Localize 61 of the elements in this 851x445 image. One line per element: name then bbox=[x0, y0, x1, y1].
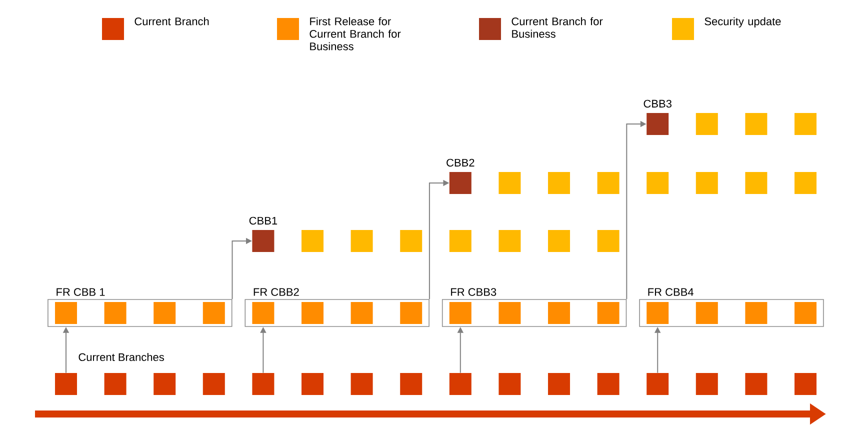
first-release-square bbox=[202, 302, 225, 324]
square-label: CBB3 bbox=[644, 100, 672, 108]
legend-text: Security update bbox=[704, 17, 781, 28]
first-release-square bbox=[498, 302, 521, 324]
first-release-square bbox=[449, 302, 472, 324]
security-update-square bbox=[794, 172, 816, 194]
security-update-square bbox=[302, 230, 324, 252]
row-label: Current Branches bbox=[78, 352, 164, 362]
current-branch-square bbox=[55, 373, 77, 395]
current-branch-square bbox=[154, 373, 176, 395]
security-update-square bbox=[597, 230, 620, 252]
first-release-square bbox=[646, 302, 669, 324]
security-update-square bbox=[350, 230, 373, 252]
security-update-square bbox=[745, 172, 768, 194]
security-update-square bbox=[548, 172, 570, 194]
current-branch-square bbox=[498, 373, 521, 395]
first-release-square bbox=[350, 302, 373, 324]
security-update-square bbox=[597, 172, 620, 194]
first-release-square bbox=[597, 302, 620, 324]
first-release-square bbox=[548, 302, 570, 324]
first-release-square bbox=[745, 302, 768, 324]
first-release-square bbox=[104, 302, 126, 324]
current-branch-square bbox=[794, 373, 816, 395]
security-update-square bbox=[449, 230, 472, 252]
first-release-square bbox=[696, 302, 718, 324]
current-branch-square bbox=[597, 373, 620, 395]
first-release-square bbox=[252, 302, 274, 324]
security-update-square bbox=[646, 172, 669, 194]
group-heading: FR CBB4 bbox=[648, 288, 694, 296]
security-update-square bbox=[745, 113, 768, 135]
current-branch-square bbox=[646, 373, 669, 395]
security-update-square bbox=[548, 230, 570, 252]
legend-text: Current Branch bbox=[134, 17, 209, 26]
first-release-square bbox=[400, 302, 422, 324]
legend-text: First Release for Current Branch for Business bbox=[310, 17, 401, 50]
legend-text: Current Branch for Business bbox=[512, 17, 603, 38]
group-heading: FR CBB 1 bbox=[56, 288, 105, 296]
group-heading: FR CBB2 bbox=[254, 288, 299, 296]
security-update-square bbox=[696, 113, 718, 135]
current-branch-square bbox=[302, 373, 324, 395]
first-release-square bbox=[154, 302, 176, 324]
current-branch-square bbox=[350, 373, 373, 395]
security-update-square bbox=[498, 172, 521, 194]
first-release-square bbox=[794, 302, 816, 324]
security-update-square bbox=[696, 172, 718, 194]
group-heading: FR CBB3 bbox=[451, 288, 496, 296]
first-release-square bbox=[302, 302, 324, 324]
square-label: CBB2 bbox=[446, 158, 474, 167]
first-release-square bbox=[55, 302, 77, 324]
current-branch-square bbox=[548, 373, 570, 395]
security-update-square bbox=[498, 230, 521, 252]
security-update-square bbox=[794, 113, 816, 135]
current-branch-square bbox=[696, 373, 718, 395]
security-update-square bbox=[400, 230, 422, 252]
current-branch-square bbox=[202, 373, 225, 395]
current-branch-square bbox=[449, 373, 472, 395]
square-label: CBB1 bbox=[249, 216, 278, 225]
current-branch-square bbox=[104, 373, 126, 395]
current-branch-square bbox=[400, 373, 422, 395]
current-branch-square bbox=[252, 373, 274, 395]
current-branch-square bbox=[745, 373, 768, 395]
